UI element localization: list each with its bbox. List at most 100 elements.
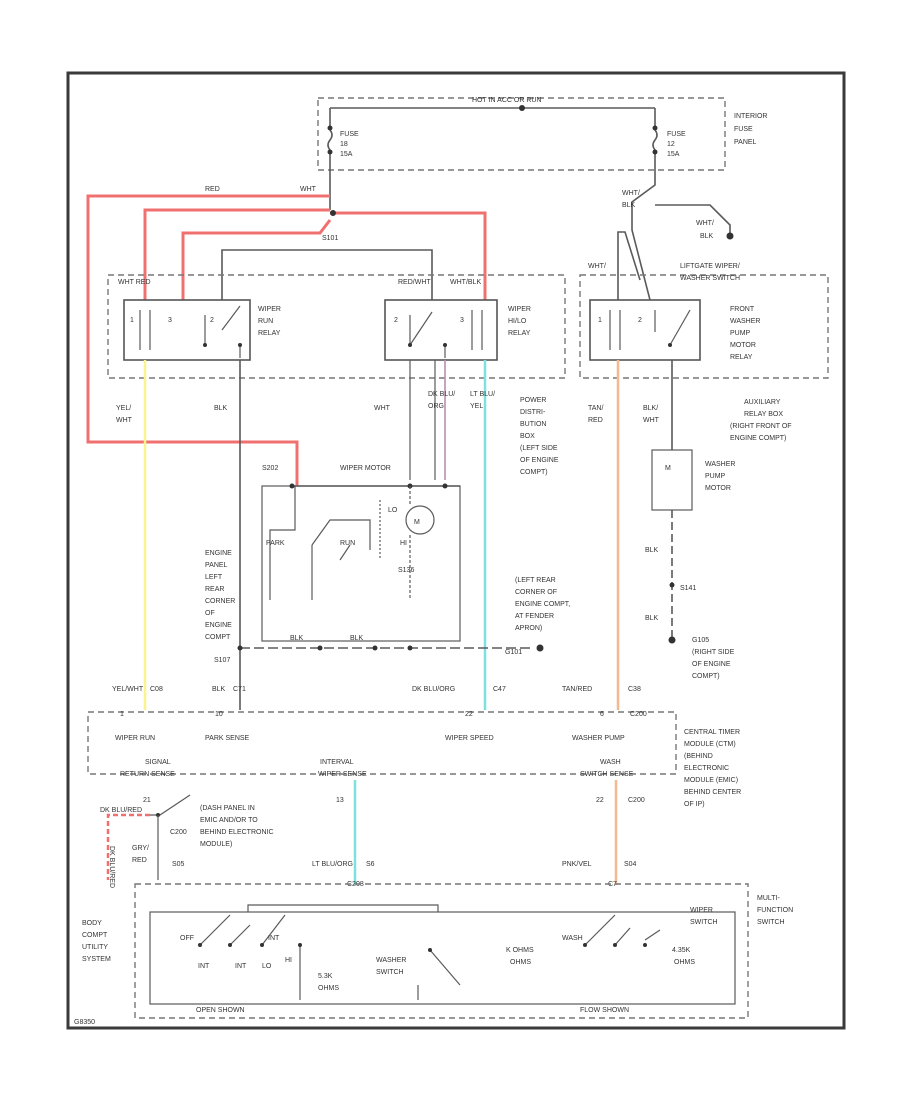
diagram-label: WASH (600, 759, 621, 766)
diagram-label: FUSE (734, 126, 753, 133)
diagram-label: LO (388, 507, 398, 514)
fuse-12-label: FUSE (667, 131, 686, 138)
washer-pump-relay (589, 299, 701, 361)
wiper-motor-section: YEL/ WHT BLK WHT DK BLU/ ORG LT BLU/ YEL… (116, 360, 735, 710)
diagram-label: BLK (645, 615, 659, 622)
diagram-label: PUMP (705, 473, 726, 480)
diagram-label: CORNER OF (515, 589, 557, 596)
ctm-label: CENTRAL TIMER (684, 729, 740, 736)
diagram-label: M (665, 465, 671, 472)
diagram-label: WHT RED (118, 279, 151, 286)
diagram-label: RELAY (258, 330, 281, 337)
diagram-label: 2 (638, 317, 642, 324)
diagram-label: HI/LO (508, 318, 527, 325)
diagram-label: INTERVAL (320, 759, 354, 766)
diagram-label: OHMS (510, 959, 531, 966)
diagram-label: WHT (643, 417, 660, 424)
ctm-wiper-speed: WIPER SPEED (445, 735, 494, 742)
diagram-label: 22 (596, 797, 604, 804)
diagram-label: RED/WHT (398, 279, 431, 286)
diagram-label: 1 (130, 317, 134, 324)
diagram-label: BLK (212, 686, 226, 693)
diagram-label: ORG (428, 403, 444, 410)
power-distribution-relays: WHT RED RED/WHT WHT/BLK WHT/ LIFTGATE WI… (107, 263, 829, 476)
diagram-label: 6 (600, 711, 604, 718)
diagram-label: TAN/ (588, 405, 603, 412)
diagram-label: COMPT (82, 932, 108, 939)
diagram-label: LT BLU/ (470, 391, 495, 398)
fuse-18-label: FUSE (340, 131, 359, 138)
diagram-label: 2 (394, 317, 398, 324)
diagram-label: MODULE) (200, 841, 232, 848)
diagram-label: MODULE (EMIC) (684, 777, 738, 784)
diagram-label: S04 (624, 861, 637, 868)
diagram-label: LIFTGATE WIPER/ (680, 263, 740, 270)
diagram-label: K OHMS (506, 947, 534, 954)
diagram-label: RED (132, 857, 147, 864)
footer-code: G8350 (74, 1019, 95, 1026)
diagram-label: DK BLU/RED (100, 807, 142, 814)
diagram-label: ENGINE COMPT, (515, 601, 570, 608)
diagram-label: COMPT (205, 634, 231, 641)
diagram-label: COMPT) (520, 469, 548, 476)
wiper-hilo-relay-label: WIPER (508, 306, 531, 313)
diagram-label: (BEHIND (684, 753, 713, 760)
diagram-label: BLK (350, 635, 364, 642)
ctm-park-sense: PARK SENSE (205, 735, 250, 742)
diagram-label: SWITCH SENSE (580, 771, 634, 778)
diagram-label: M (414, 519, 420, 526)
diagram-label: (RIGHT FRONT OF (730, 423, 792, 430)
diagram-label: WIPER (690, 907, 713, 914)
diagram-label: C71 (233, 686, 246, 693)
diagram-label: MOTOR (730, 342, 756, 349)
diagram-label: BLK (700, 233, 714, 240)
diagram-label: RUN (258, 318, 273, 325)
diagram-label: BUTION (520, 421, 546, 428)
wiper-run-relay (123, 299, 251, 361)
diagram-label: C47 (493, 686, 506, 693)
diagram-label: 2 (210, 317, 214, 324)
diagram-label: WHT/ (622, 190, 640, 197)
diagram-label: INT (198, 963, 210, 970)
diagram-label: S136 (398, 567, 414, 574)
diagram-label: INT (268, 935, 280, 942)
diagram-label: PNK/VEL (562, 861, 592, 868)
diagram-label: MOTOR (705, 485, 731, 492)
diagram-label: PANEL (205, 562, 228, 569)
diagram-label: 1 (120, 711, 124, 718)
diagram-label: ENGINE COMPT) (730, 435, 786, 442)
diagram-label: AT FENDER (515, 613, 554, 620)
diagram-label: SWITCH (757, 919, 785, 926)
diagram-label: C38 (628, 686, 641, 693)
g105-label: G105 (692, 637, 709, 644)
aux-relay-box-label: AUXILIARY (744, 399, 781, 406)
diagram-label: MODULE (CTM) (684, 741, 736, 748)
diagram-label: YEL (470, 403, 483, 410)
wiper-run-relay-label: WIPER (258, 306, 281, 313)
diagram-label: REAR (205, 586, 224, 593)
diagram-label: WASHER (376, 957, 406, 964)
diagram-label: LO (262, 963, 272, 970)
interior-fuse-panel: HOT IN ACC OR RUN FUSE 18 15A FUSE 12 15… (317, 97, 767, 210)
diagram-label: S6 (366, 861, 375, 868)
diagram-label: WHT/ (696, 220, 714, 227)
diagram-label: WASHER (730, 318, 760, 325)
diagram-label: G101 (505, 649, 522, 656)
diagram-label: ELECTRONIC (684, 765, 729, 772)
diagram-label: INT (235, 963, 247, 970)
diagram-label: WHT/BLK (450, 279, 481, 286)
diagram-label: COMPT) (692, 673, 720, 680)
washer-pump-motor (651, 449, 693, 511)
diagram-label: BLK (290, 635, 304, 642)
diagram-label: DK BLU/ORG (412, 686, 455, 693)
diagram-label: TAN/RED (562, 686, 592, 693)
diagram-label: 21 (143, 797, 151, 804)
diagram-label: S141 (680, 585, 696, 592)
diagram-label: (LEFT REAR (515, 577, 556, 584)
diagram-label: ENGINE (205, 622, 232, 629)
diagram-label: S202 (262, 465, 278, 472)
diagram-label: WHT (116, 417, 133, 424)
diagram-label: LEFT (205, 574, 223, 581)
diagram-label: RELAY BOX (744, 411, 783, 418)
